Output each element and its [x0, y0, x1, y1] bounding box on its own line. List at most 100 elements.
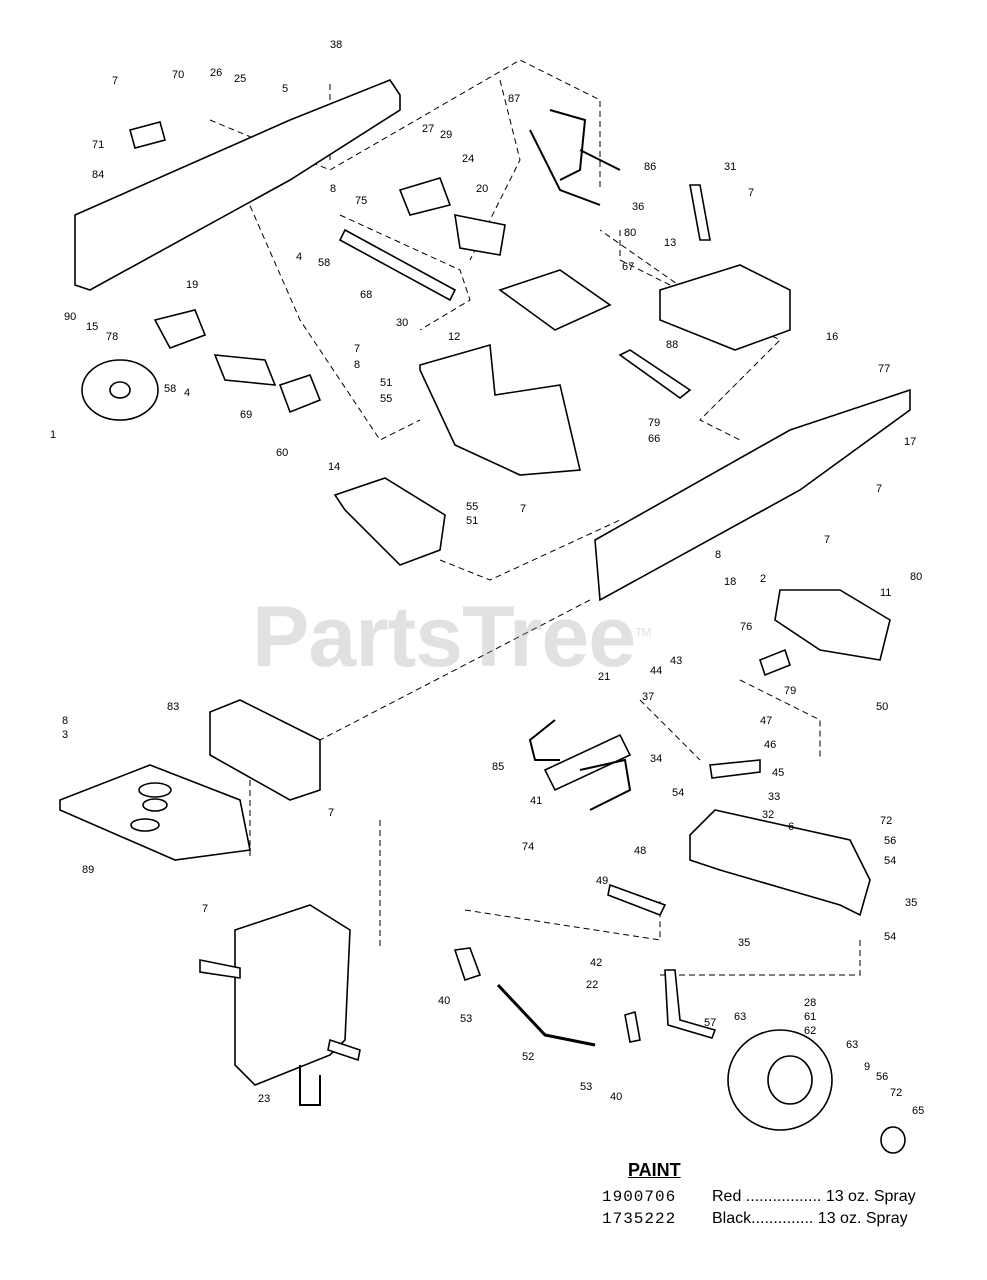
part-callout-58a: 58: [318, 257, 330, 269]
part-callout-7e: 7: [876, 483, 882, 495]
cover-16: [659, 264, 791, 351]
part-callout-30: 30: [396, 317, 408, 329]
left-frame-rail: [74, 79, 401, 291]
part-callout-83: 83: [167, 701, 179, 713]
floor-plate-hole: [138, 782, 172, 798]
dash-pedestal-12: [419, 343, 581, 476]
part-callout-14: 14: [328, 461, 340, 473]
part-callout-4a: 4: [296, 251, 302, 263]
shield-83: [209, 699, 321, 801]
u-bolt-23: [299, 1065, 321, 1106]
part-callout-2: 2: [760, 573, 766, 585]
part-callout-80a: 80: [624, 227, 636, 239]
part-callout-8a: 8: [330, 183, 336, 195]
watermark: PartsTreeTM: [252, 589, 651, 685]
part-callout-7c: 7: [354, 343, 360, 355]
part-callout-62: 62: [804, 1025, 816, 1037]
part-callout-44: 44: [650, 665, 662, 677]
part-callout-21: 21: [598, 671, 610, 683]
hose-34: [579, 758, 632, 811]
part-callout-56a: 56: [884, 835, 896, 847]
part-callout-78: 78: [106, 331, 118, 343]
bracket-24: [398, 177, 452, 216]
part-callout-18: 18: [724, 576, 736, 588]
part-callout-80b: 80: [910, 571, 922, 583]
part-callout-29: 29: [440, 129, 452, 141]
link-45: [709, 759, 761, 779]
transaxle-axle-left: [199, 959, 241, 979]
drag-link-52: [496, 983, 596, 1047]
part-callout-7d: 7: [520, 503, 526, 515]
paint-code: 1735222: [602, 1210, 677, 1228]
part-callout-51b: 51: [466, 515, 478, 527]
part-callout-19: 19: [186, 279, 198, 291]
plate-67: [498, 269, 612, 331]
part-callout-86: 86: [644, 161, 656, 173]
part-callout-43: 43: [670, 655, 682, 667]
part-callout-68: 68: [360, 289, 372, 301]
part-callout-63a: 63: [734, 1011, 746, 1023]
paint-title: PAINT: [628, 1160, 681, 1180]
floor-plate-hole: [142, 798, 168, 812]
part-callout-9: 9: [864, 1061, 870, 1073]
part-callout-54a: 54: [672, 787, 684, 799]
front-wheel-rim: [767, 1055, 813, 1105]
part-callout-89: 89: [82, 864, 94, 876]
part-callout-38: 38: [330, 39, 342, 51]
part-callout-55a: 55: [380, 393, 392, 405]
part-callout-66: 66: [648, 433, 660, 445]
part-callout-53b: 53: [580, 1081, 592, 1093]
part-callout-52: 52: [522, 1051, 534, 1063]
part-callout-5: 5: [282, 83, 288, 95]
part-callout-60: 60: [276, 447, 288, 459]
part-callout-88: 88: [666, 339, 678, 351]
part-callout-27: 27: [422, 123, 434, 135]
part-callout-75: 75: [355, 195, 367, 207]
part-callout-25: 25: [234, 73, 246, 85]
part-callout-13: 13: [664, 237, 676, 249]
part-callout-56b: 56: [876, 1071, 888, 1083]
part-callout-57: 57: [704, 1017, 716, 1029]
part-callout-72a: 72: [880, 815, 892, 827]
part-callout-65: 65: [912, 1105, 924, 1117]
part-callout-31: 31: [724, 161, 736, 173]
part-callout-54b: 54: [884, 855, 896, 867]
part-callout-32: 32: [762, 809, 774, 821]
part-callout-3: 3: [62, 729, 68, 741]
part-callout-48: 48: [634, 845, 646, 857]
part-callout-74: 74: [522, 841, 534, 853]
bushing-76: [759, 648, 791, 677]
part-callout-34: 34: [650, 753, 662, 765]
part-callout-7b: 7: [748, 187, 754, 199]
bracket-31: [689, 184, 711, 241]
part-callout-85: 85: [492, 761, 504, 773]
part-callout-24: 24: [462, 153, 474, 165]
part-callout-55b: 55: [466, 501, 478, 513]
valve-20: [454, 213, 506, 256]
bracket-19: [153, 309, 207, 349]
part-callout-69: 69: [240, 409, 252, 421]
part-callout-61: 61: [804, 1011, 816, 1023]
front-axle-6: [689, 809, 871, 917]
part-callout-90: 90: [64, 311, 76, 323]
part-88: [618, 349, 692, 400]
part-callout-42: 42: [590, 957, 602, 969]
part-callout-84: 84: [92, 169, 104, 181]
part-callout-51a: 51: [380, 377, 392, 389]
part-callout-67: 67: [622, 261, 634, 273]
part-callout-76: 76: [740, 621, 752, 633]
floor-plate-89: [59, 764, 251, 861]
spindle-57: [664, 969, 717, 1039]
transaxle-axle-right: [327, 1038, 361, 1062]
part-callout-49: 49: [596, 875, 608, 887]
transaxle: [234, 904, 351, 1086]
part-callout-26: 26: [210, 67, 222, 79]
bracket-60: [278, 374, 322, 414]
hubcap-65: [880, 1126, 906, 1154]
part-callout-79a: 79: [648, 417, 660, 429]
part-callout-40b: 40: [610, 1091, 622, 1103]
part-callout-72b: 72: [890, 1087, 902, 1099]
part-callout-47: 47: [760, 715, 772, 727]
part-callout-35b: 35: [738, 937, 750, 949]
part-callout-46: 46: [764, 739, 776, 751]
